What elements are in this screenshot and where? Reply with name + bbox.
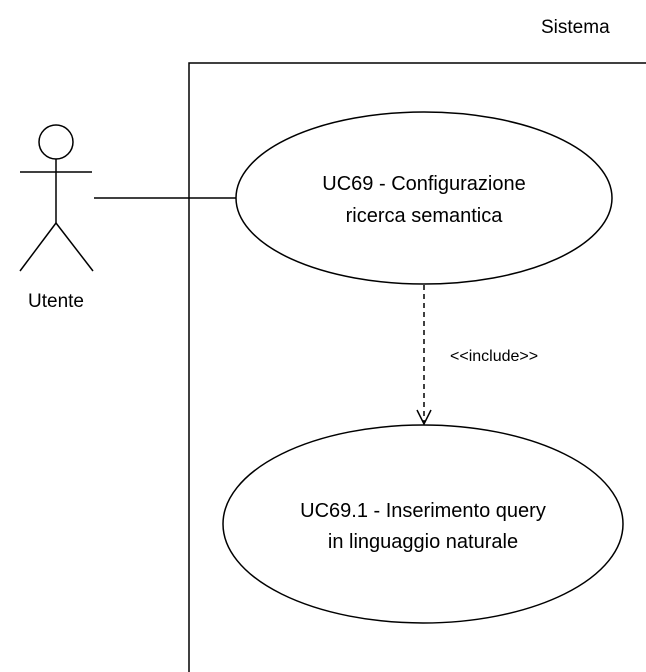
use-case-uc69-ellipse <box>235 111 613 285</box>
include-arrowhead <box>416 409 432 426</box>
use-case-uc69-line-2: ricerca semantica <box>346 205 504 227</box>
use-case-uc69-1-ellipse <box>222 424 624 624</box>
use-case-uc69: UC69 - Configurazione ricerca semantica <box>235 111 613 285</box>
actor-head <box>38 124 74 160</box>
use-case-uc69-line-1: UC69 - Configurazione <box>322 173 525 195</box>
include-label: <<include>> <box>450 348 538 365</box>
actor-label: Utente <box>28 291 84 312</box>
actor-left-leg <box>19 222 57 272</box>
actor-right-leg <box>55 222 94 272</box>
system-label: Sistema <box>541 17 610 38</box>
use-case-uc69-1: UC69.1 - Inserimento query in linguaggio… <box>222 424 624 624</box>
actor-utente <box>19 124 94 272</box>
use-case-uc69-1-line-1: UC69.1 - Inserimento query <box>300 500 546 522</box>
use-case-uc69-1-line-2: in linguaggio naturale <box>328 531 518 553</box>
